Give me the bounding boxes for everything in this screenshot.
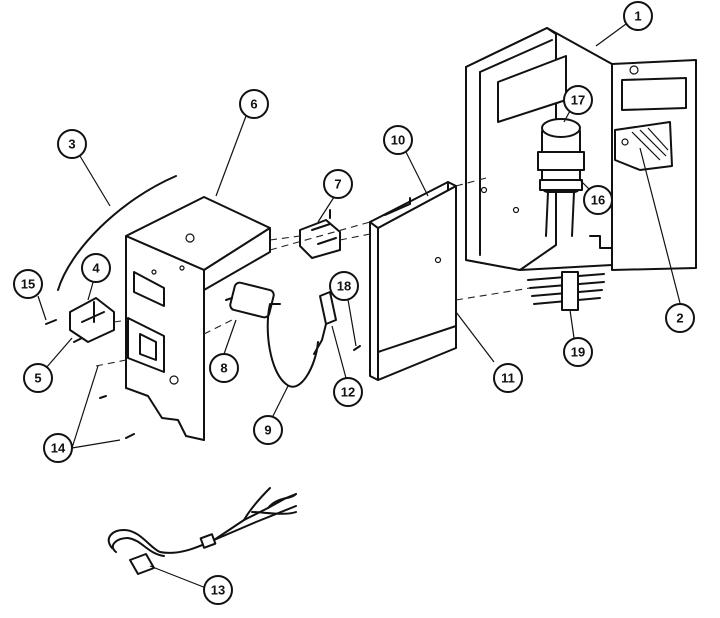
callout-3: 3 — [57, 129, 87, 159]
callout-19: 19 — [563, 337, 593, 367]
callout-14: 14 — [43, 433, 73, 463]
callout-2: 2 — [665, 303, 695, 333]
callout-label: 7 — [334, 177, 341, 192]
callout-13: 13 — [203, 575, 233, 605]
leader-lines — [37, 23, 681, 589]
callout-5: 5 — [23, 363, 53, 393]
callout-label: 4 — [92, 261, 100, 276]
callout-16: 16 — [583, 185, 613, 215]
callout-label: 1 — [634, 9, 641, 24]
callout-label: 16 — [591, 193, 605, 208]
callout-11: 11 — [493, 363, 523, 393]
callout-label: 13 — [211, 583, 225, 598]
callout-6: 6 — [239, 89, 269, 119]
callout-label: 2 — [676, 311, 683, 326]
callout-label: 15 — [21, 277, 35, 292]
relay-part — [225, 281, 281, 319]
callout-label: 18 — [337, 279, 351, 294]
front-panel-part — [369, 181, 457, 381]
callout-label: 10 — [391, 133, 405, 148]
callout-15: 15 — [13, 269, 43, 299]
callout-label: 11 — [501, 371, 515, 386]
callout-4: 4 — [81, 253, 111, 283]
callout-1: 1 — [623, 1, 653, 31]
connector-block-part — [527, 271, 605, 311]
wire-harness-9 — [266, 303, 319, 388]
capacitor-part — [537, 118, 585, 237]
callout-7: 7 — [323, 169, 353, 199]
callout-label: 9 — [264, 423, 271, 438]
wire-3 — [57, 175, 177, 291]
screws — [45, 319, 361, 439]
callout-10: 10 — [383, 125, 413, 155]
callout-9: 9 — [253, 415, 283, 445]
callout-17: 17 — [563, 85, 593, 115]
callout-label: 14 — [51, 441, 66, 456]
callout-label: 8 — [220, 361, 227, 376]
callout-label: 5 — [34, 371, 41, 386]
switch-part — [299, 209, 341, 259]
callout-18: 18 — [329, 271, 359, 301]
cord-set-part — [107, 487, 297, 575]
callout-label: 17 — [571, 93, 585, 108]
callout-8: 8 — [209, 353, 239, 383]
callout-12: 12 — [333, 377, 363, 407]
callout-label: 19 — [571, 345, 585, 360]
callout-label: 12 — [341, 385, 355, 400]
alignment-lines — [95, 177, 531, 367]
bracket-part — [69, 297, 115, 343]
control-box-part — [125, 196, 271, 441]
callout-label: 6 — [250, 97, 257, 112]
callout-label: 3 — [68, 137, 75, 152]
